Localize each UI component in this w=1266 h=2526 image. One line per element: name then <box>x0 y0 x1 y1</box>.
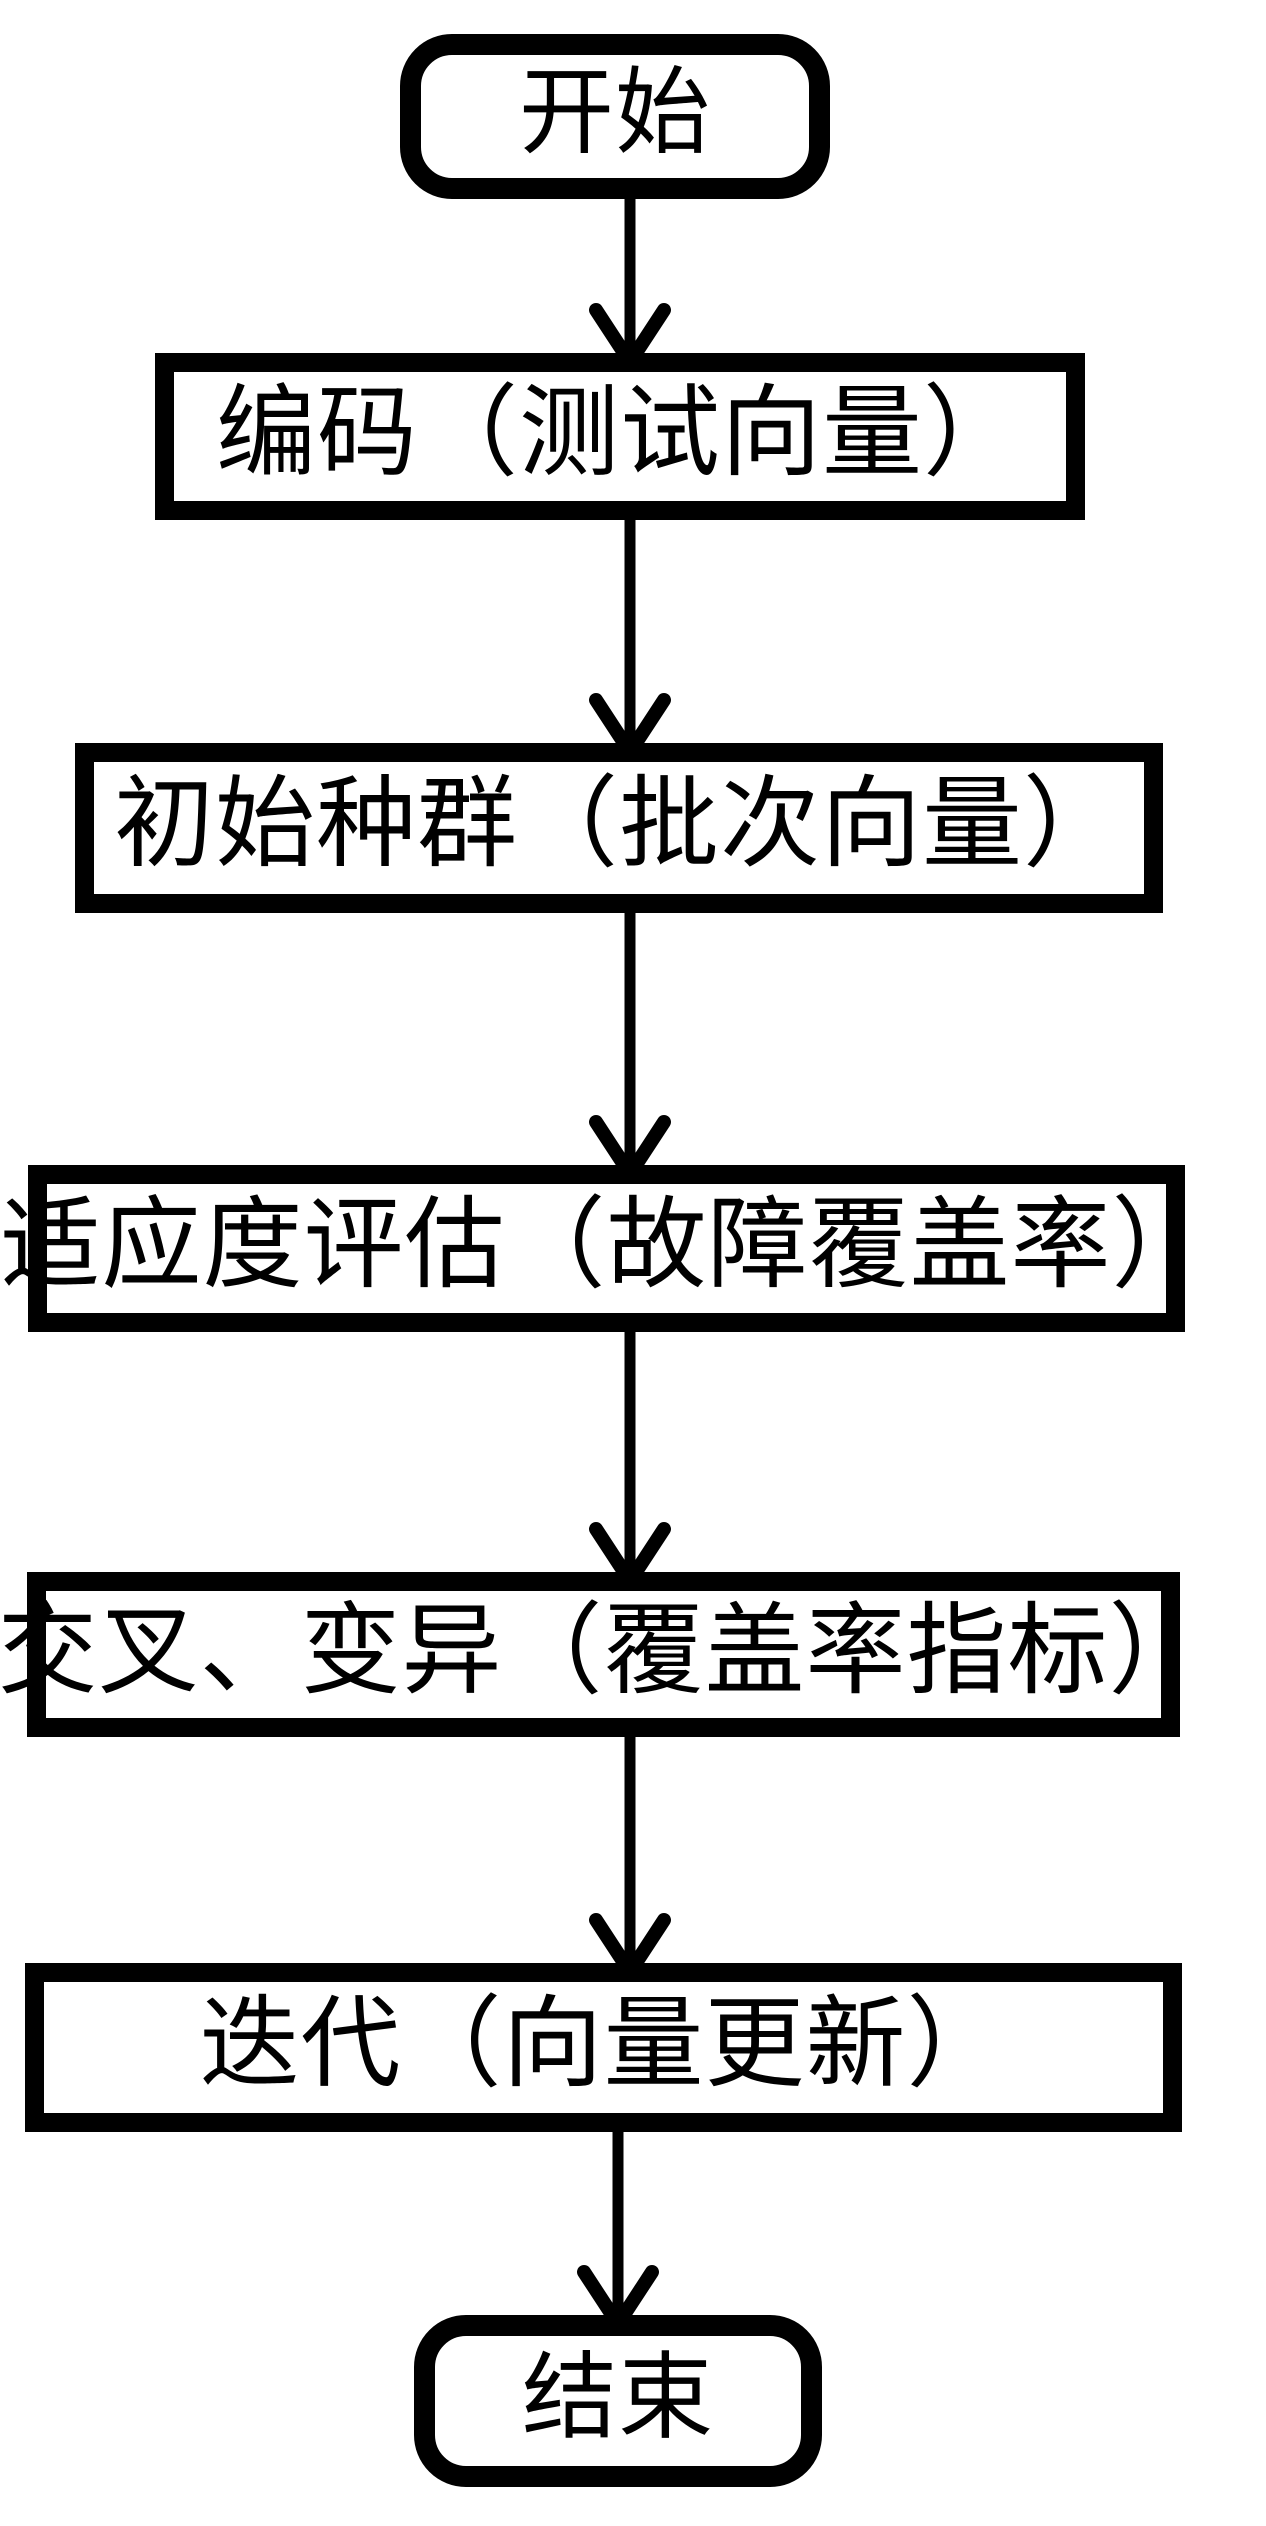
flow-arrow-fitness-crossover <box>589 1332 671 1594</box>
flow-node-encoding-label: 编码（测试向量） <box>216 377 1024 489</box>
flow-node-crossover-mutation: 交叉、变异（覆盖率指标） <box>0 1572 1209 1737</box>
flow-arrow-crossover-iteration <box>589 1737 671 1985</box>
flow-node-start: 开始 <box>400 34 830 199</box>
flow-node-iteration-label: 迭代（向量更新） <box>199 1988 1008 2100</box>
flow-node-start-label: 开始 <box>518 60 711 166</box>
flow-node-fitness-evaluation: 适应度评估（故障覆盖率） <box>1 1165 1212 1332</box>
flow-node-initial-population-label: 初始种群（批次向量） <box>114 769 1124 880</box>
flow-node-fitness-evaluation-label: 适应度评估（故障覆盖率） <box>0 1189 1213 1301</box>
flow-node-end-label: 结束 <box>521 2344 714 2451</box>
flow-node-iteration: 迭代（向量更新） <box>25 1963 1182 2132</box>
flow-arrow-population-fitness <box>589 913 671 1187</box>
flow-arrow-start-encoding <box>589 199 671 375</box>
flow-arrow-iteration-end <box>577 2132 659 2337</box>
flow-node-encoding: 编码（测试向量） <box>155 353 1085 520</box>
flow-arrow-encoding-population <box>589 520 671 765</box>
flow-node-crossover-mutation-label: 交叉、变异（覆盖率指标） <box>0 1595 1210 1707</box>
flow-node-end: 结束 <box>414 2315 822 2487</box>
flow-node-initial-population: 初始种群（批次向量） <box>75 743 1163 913</box>
